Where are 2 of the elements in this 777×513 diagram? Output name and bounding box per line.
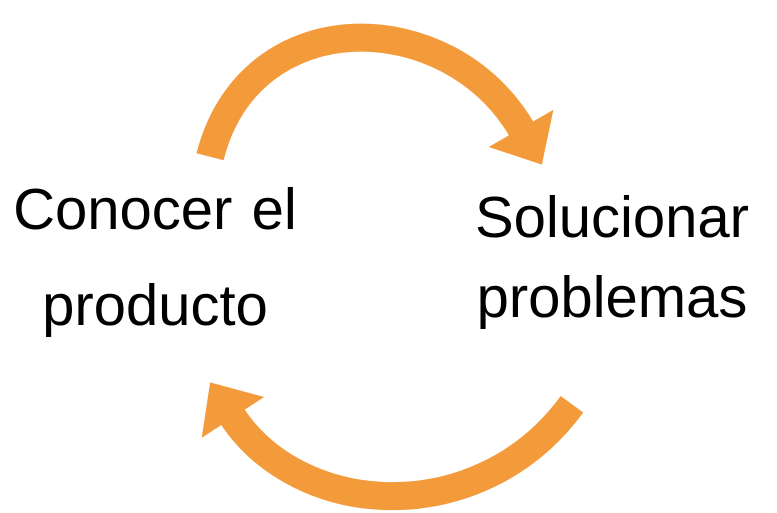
cycle-text: Solucionar problemas	[478, 194, 748, 330]
cycle-text: Conocer el producto	[16, 186, 293, 338]
